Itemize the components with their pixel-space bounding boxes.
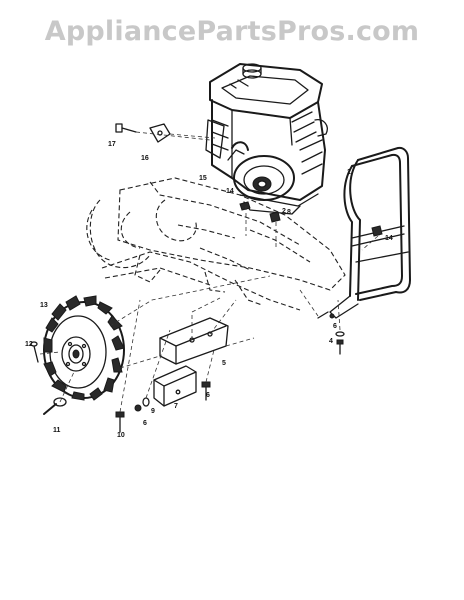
- callout-14a: 14: [226, 188, 234, 195]
- tiller-frame-dashed: [86, 177, 346, 311]
- callout-11: 11: [53, 427, 61, 434]
- callout-1: 1: [347, 169, 351, 176]
- hardware-parts: [30, 123, 383, 433]
- weight-block: [153, 365, 197, 407]
- callout-7: 7: [174, 403, 178, 410]
- callout-15: 15: [199, 175, 207, 182]
- callout-16: 16: [141, 155, 149, 162]
- callout-9: 9: [151, 408, 155, 415]
- callout-13: 13: [40, 302, 48, 309]
- engine: [205, 63, 328, 215]
- mounting-bracket: [159, 317, 229, 365]
- watermark-text: AppliancePartsPros.com: [44, 16, 420, 47]
- callout-labels: 1 2 4 5 6 6 6 7 8 9 10 11 12 13 14 14 15…: [25, 141, 393, 439]
- wheel-assembly: [43, 295, 125, 401]
- callout-6b: 6: [143, 420, 147, 427]
- callout-8: 8: [287, 209, 291, 216]
- callout-5: 5: [222, 360, 226, 367]
- callout-10: 10: [117, 432, 125, 439]
- leader-lines: [39, 131, 379, 413]
- callout-17: 17: [108, 141, 116, 148]
- callout-6c: 6: [206, 392, 210, 399]
- handle-bar: [317, 146, 411, 319]
- callout-4: 4: [329, 338, 333, 345]
- callout-14b: 14: [385, 235, 393, 242]
- callout-6a: 6: [333, 323, 337, 330]
- callout-2: 2: [282, 208, 286, 215]
- callout-12: 12: [25, 341, 33, 348]
